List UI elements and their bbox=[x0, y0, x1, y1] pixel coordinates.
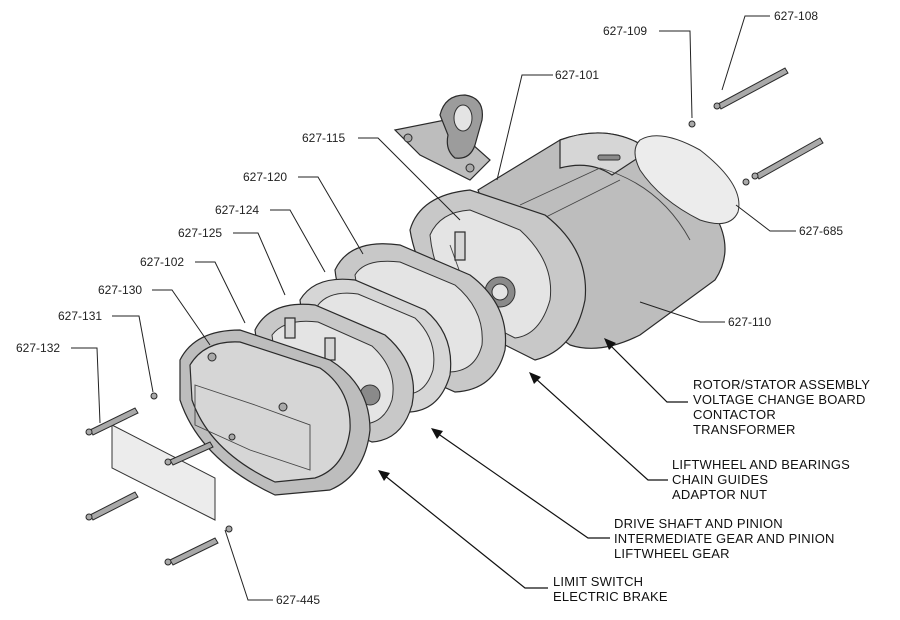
callout-line: INTERMEDIATE GEAR AND PINION bbox=[614, 531, 835, 546]
suspension-hook bbox=[393, 94, 491, 181]
callout-line: VOLTAGE CHANGE BOARD bbox=[693, 392, 866, 407]
callout-line: LIMIT SWITCH bbox=[553, 574, 643, 589]
callout-line: LIFTWHEEL AND BEARINGS bbox=[672, 457, 850, 472]
label-627-445: 627-445 bbox=[276, 593, 320, 607]
label-627-120: 627-120 bbox=[243, 170, 287, 184]
callout-drive-shaft: DRIVE SHAFT AND PINION INTERMEDIATE GEAR… bbox=[614, 516, 835, 561]
outer-cover bbox=[179, 329, 371, 496]
callout-line: CONTACTOR bbox=[693, 407, 776, 422]
callout-line: ELECTRIC BRAKE bbox=[553, 589, 668, 604]
label-627-125: 627-125 bbox=[178, 226, 222, 240]
label-627-685: 627-685 bbox=[799, 224, 843, 238]
gear-housing bbox=[409, 189, 587, 361]
label-627-115: 627-115 bbox=[302, 131, 345, 145]
callout-line: CHAIN GUIDES bbox=[672, 472, 768, 487]
callout-line: ROTOR/STATOR ASSEMBLY bbox=[693, 377, 870, 392]
callout-liftwheel: LIFTWHEEL AND BEARINGS CHAIN GUIDES ADAP… bbox=[672, 457, 850, 502]
label-627-101: 627-101 bbox=[555, 68, 599, 82]
callout-line: DRIVE SHAFT AND PINION bbox=[614, 516, 783, 531]
label-627-110: 627-110 bbox=[728, 315, 771, 329]
label-plate bbox=[111, 424, 216, 521]
end-plate bbox=[634, 135, 740, 225]
label-627-109: 627-109 bbox=[603, 24, 647, 38]
label-627-131: 627-131 bbox=[58, 309, 102, 323]
callout-arrows bbox=[378, 338, 688, 589]
label-627-102: 627-102 bbox=[140, 255, 184, 269]
label-627-108: 627-108 bbox=[774, 9, 818, 23]
callout-limit-switch: LIMIT SWITCH ELECTRIC BRAKE bbox=[553, 574, 668, 604]
callout-line: LIFTWHEEL GEAR bbox=[614, 546, 730, 561]
label-627-132: 627-132 bbox=[16, 341, 60, 355]
label-627-130: 627-130 bbox=[98, 283, 142, 297]
label-627-124: 627-124 bbox=[215, 203, 259, 217]
callout-rotor-stator: ROTOR/STATOR ASSEMBLY VOLTAGE CHANGE BOA… bbox=[693, 377, 870, 437]
bolts bbox=[85, 67, 824, 566]
leader-lines bbox=[71, 15, 796, 601]
part-number-labels: 627-101 627-109 627-108 627-115 627-120 … bbox=[16, 9, 843, 607]
callout-line: TRANSFORMER bbox=[693, 422, 796, 437]
callout-line: ADAPTOR NUT bbox=[672, 487, 767, 502]
